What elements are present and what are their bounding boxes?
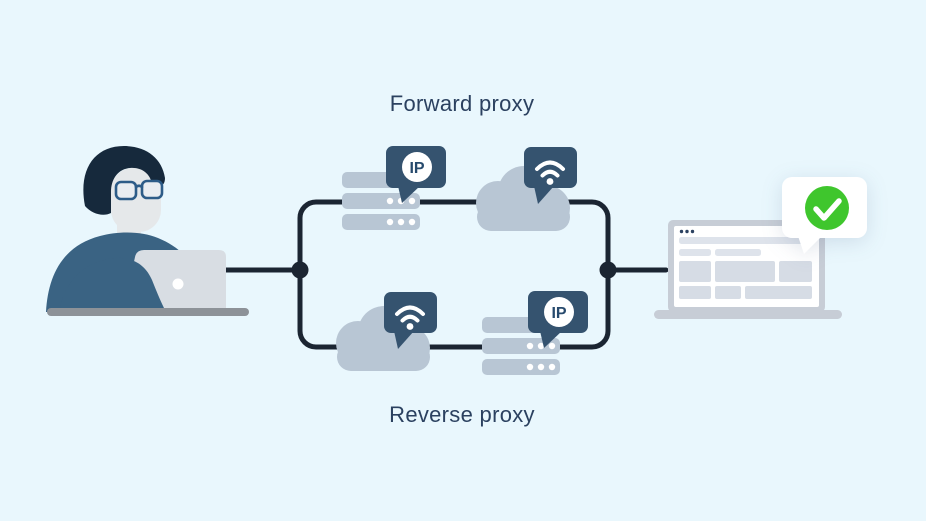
desk — [47, 308, 249, 316]
server-led-dots — [386, 197, 416, 226]
success-card — [782, 177, 867, 254]
junction-dot-left — [291, 261, 309, 279]
browser-placeholder-bars — [679, 237, 812, 256]
browser-window-dots — [679, 229, 695, 234]
ip-badge-icon: IP — [386, 146, 446, 203]
destination-laptop — [654, 220, 842, 319]
person-at-laptop — [46, 146, 249, 316]
laptop-logo-dot — [172, 278, 184, 290]
glasses-icon — [114, 179, 164, 201]
reverse-proxy-server: IP — [482, 291, 588, 375]
reverse-internet-cloud — [336, 292, 437, 371]
wifi-icon — [395, 305, 425, 323]
laptop-base — [654, 310, 842, 319]
browser-content-blocks — [679, 261, 812, 299]
server-led-dots — [526, 342, 556, 371]
check-mark — [813, 198, 842, 221]
forward-proxy-title: Forward proxy — [389, 91, 535, 116]
ip-badge-icon: IP — [528, 291, 588, 348]
reverse-proxy-title: Reverse proxy — [389, 402, 535, 427]
wifi-badge-icon — [384, 292, 437, 349]
cloud-icon — [336, 306, 430, 371]
forward-proxy-server: IP — [342, 146, 446, 230]
forward-internet-cloud — [476, 147, 577, 231]
person-arm — [60, 257, 164, 308]
connector-lines — [215, 199, 669, 350]
ip-badge-label: IP — [551, 305, 566, 322]
success-check-icon — [805, 186, 849, 230]
wifi-icon — [535, 160, 565, 178]
person-hair — [83, 146, 165, 215]
ip-badge-label: IP — [409, 160, 424, 177]
wifi-badge-icon — [524, 147, 577, 204]
address-bar — [679, 237, 812, 244]
junction-dot-right — [599, 261, 617, 279]
junction-dots — [291, 261, 617, 279]
